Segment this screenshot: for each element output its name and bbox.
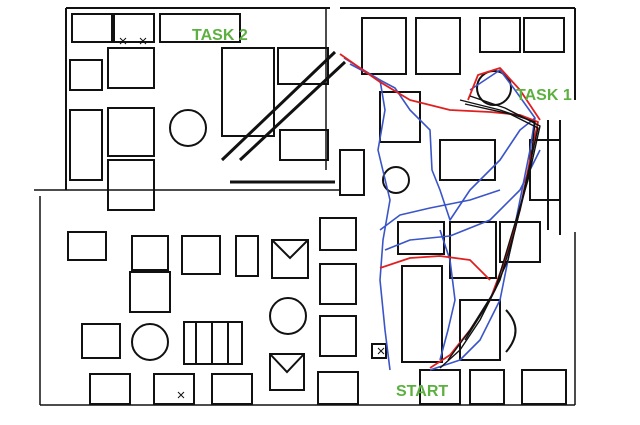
trajectories-black (439, 95, 541, 369)
floor-plan-walls (34, 7, 576, 406)
trajectories-blue (343, 57, 541, 371)
task-2-label: TASK 2 (192, 27, 248, 44)
task-1-label: TASK 1 (516, 87, 572, 104)
door-markers (119, 37, 385, 399)
start-label: START (396, 383, 448, 400)
